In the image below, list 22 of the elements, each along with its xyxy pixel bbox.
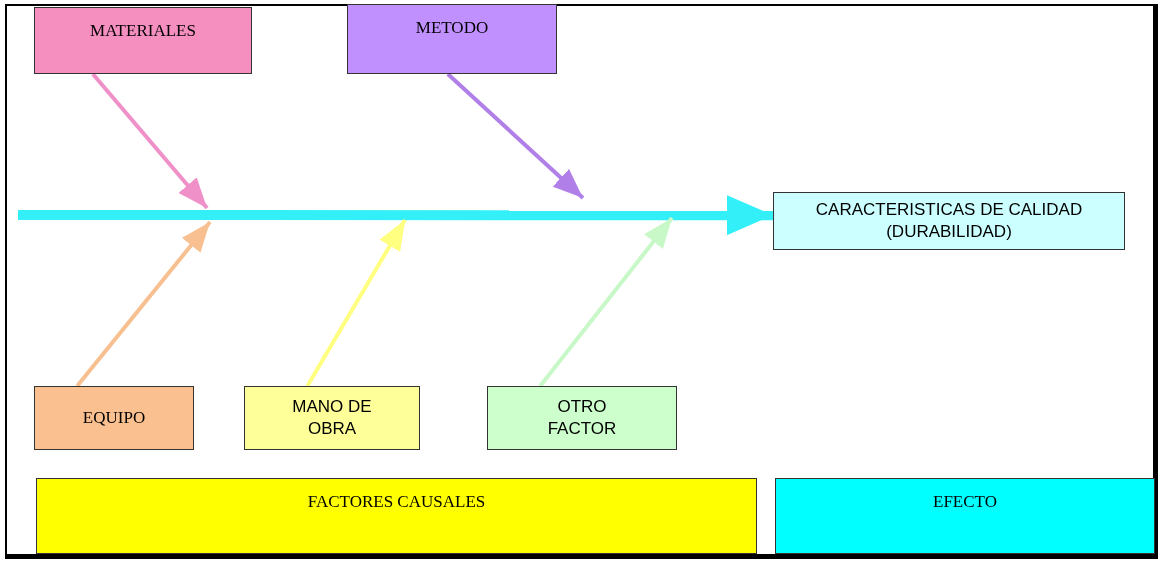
cause-box: [775, 478, 1155, 554]
spine-arrow: [18, 195, 773, 236]
box-label: METODO: [415, 17, 489, 39]
box-label: EQUIPO: [82, 406, 146, 429]
box-label: EFECTO: [933, 491, 997, 513]
box-label: MANO DE OBRA: [291, 395, 373, 440]
cause-box: [487, 386, 677, 450]
cause-box: [34, 386, 194, 450]
box-label: CARACTERISTICAS DE CALIDAD (DURABILIDAD): [814, 198, 1084, 243]
cause-box: [347, 4, 557, 74]
arrow: [538, 216, 674, 388]
cause-box: [34, 7, 252, 74]
box-label: FACTORES CAUSALES: [307, 491, 486, 513]
arrow: [75, 220, 212, 388]
cause-box: [36, 478, 757, 554]
cause-box: [244, 386, 420, 450]
arrow: [446, 72, 585, 200]
arrow: [91, 72, 209, 210]
box-label: OTRO FACTOR: [546, 395, 618, 440]
cause-box: [773, 192, 1125, 250]
box-label: MATERIALES: [90, 20, 196, 42]
arrow: [305, 219, 407, 387]
